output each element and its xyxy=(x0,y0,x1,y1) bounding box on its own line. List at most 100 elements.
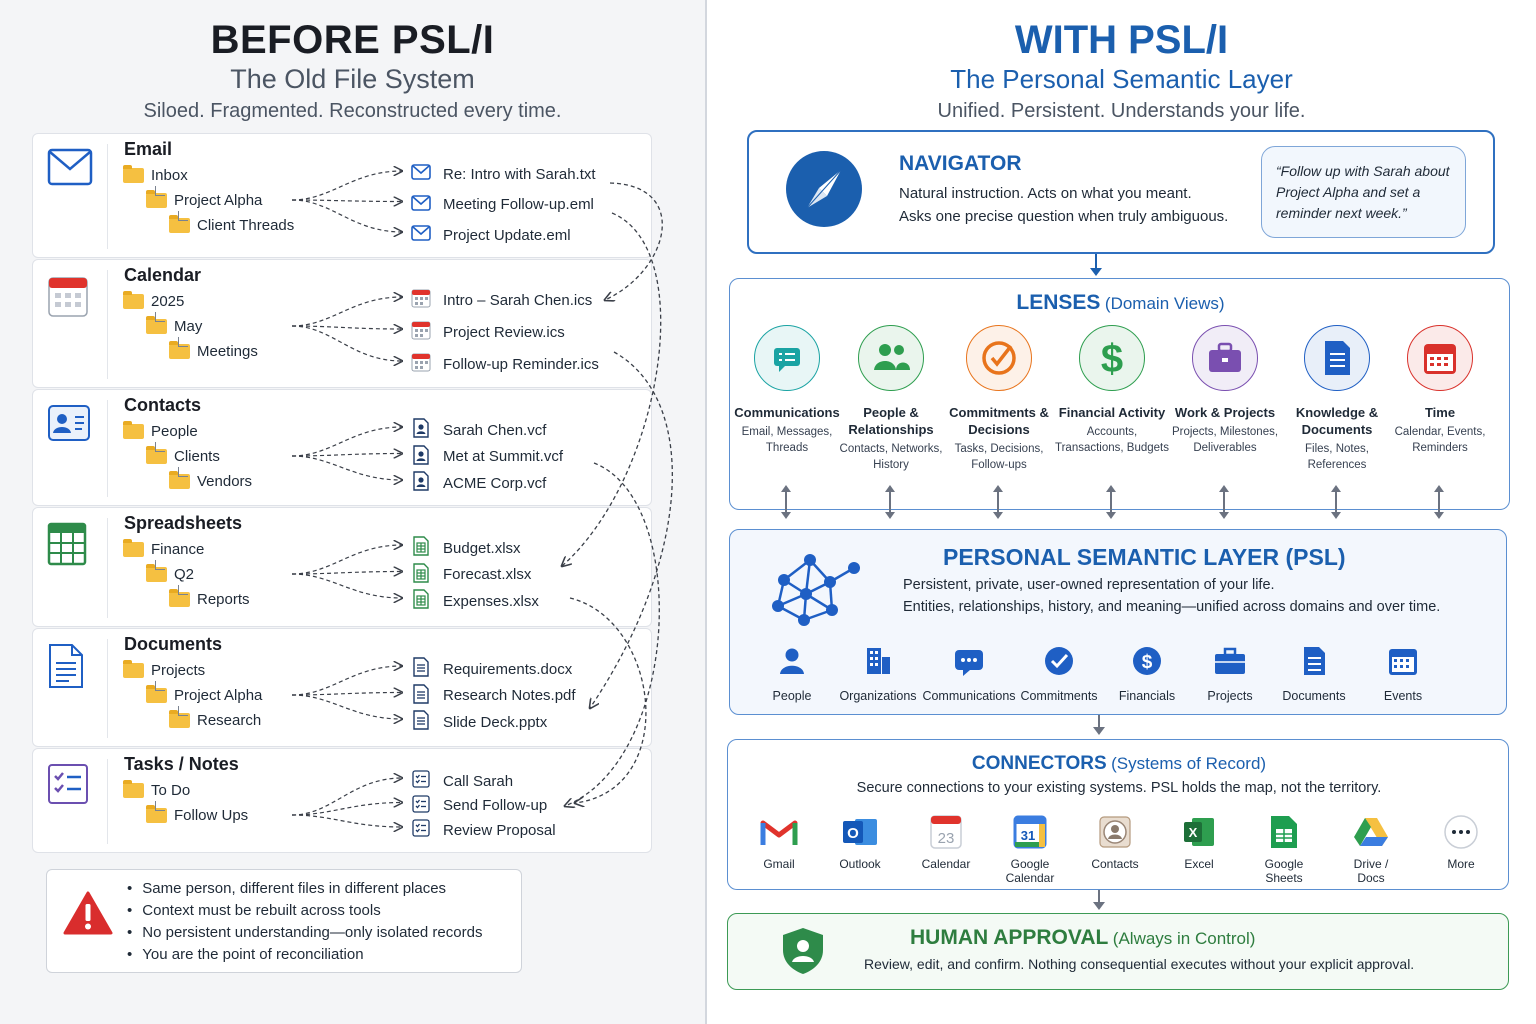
file-item[interactable]: Expenses.xlsx xyxy=(411,589,539,613)
folder-item[interactable]: Reports xyxy=(169,589,250,608)
file-label: Project Review.ics xyxy=(443,323,565,341)
file-item[interactable]: Follow-up Reminder.ics xyxy=(411,352,599,376)
file-label: Call Sarah xyxy=(443,772,514,790)
panel-divider xyxy=(705,0,707,1024)
folder-item[interactable]: Follow Ups xyxy=(146,805,248,824)
file-item[interactable]: Call Sarah xyxy=(411,769,513,793)
connector-item[interactable]: Gmail xyxy=(736,813,822,871)
folder-item[interactable]: Meetings xyxy=(169,341,258,360)
entity-name: Commitments xyxy=(1020,689,1098,703)
file-item[interactable]: Met at Summit.vcf xyxy=(411,444,563,469)
connector-name: Outlook xyxy=(839,857,881,871)
entity-item[interactable]: $Financials xyxy=(1097,644,1197,703)
folder-label: People xyxy=(151,423,198,440)
file-item[interactable]: Send Follow-up xyxy=(411,794,547,818)
folder-item[interactable]: Inbox xyxy=(123,165,188,184)
tree-connector xyxy=(178,585,188,595)
issues-box: Same person, different files in differen… xyxy=(46,869,522,973)
folder-item[interactable]: 2025 xyxy=(123,291,184,310)
connector-name: Google Sheets xyxy=(1264,857,1304,885)
dollar-icon: $ xyxy=(1097,644,1197,683)
entity-item[interactable]: Commitments xyxy=(1009,644,1109,703)
file-item[interactable]: Budget.xlsx xyxy=(411,536,521,560)
connector-item[interactable]: More xyxy=(1418,813,1504,871)
tree-connector xyxy=(178,706,188,716)
file-item[interactable]: Research Notes.pdf xyxy=(411,683,576,708)
file-item[interactable]: Project Update.eml xyxy=(411,223,571,247)
calendar-icon: 23 xyxy=(903,813,989,851)
entity-item[interactable]: Organizations xyxy=(828,644,928,703)
file-item[interactable]: ACME Corp.vcf xyxy=(411,471,546,495)
file-label: Meeting Follow-up.eml xyxy=(443,196,594,213)
file-item[interactable]: Intro – Sarah Chen.ics xyxy=(411,288,592,312)
connector-item[interactable]: Google Sheets xyxy=(1241,813,1327,885)
connector-name: Calendar xyxy=(921,857,971,871)
document-icon xyxy=(1304,325,1370,391)
fan-link xyxy=(291,545,402,575)
entity-item[interactable]: Communications xyxy=(919,644,1019,703)
entity-item[interactable]: People xyxy=(742,644,842,703)
file-item[interactable]: Review Proposal xyxy=(411,818,556,842)
lens-desc: Projects, Milestones, Deliverables xyxy=(1171,426,1279,454)
file-item[interactable]: Slide Deck.pptx xyxy=(411,710,547,734)
entity-item[interactable]: Projects xyxy=(1180,644,1280,703)
connector-name: Drive / Docs xyxy=(1353,857,1389,885)
file-item[interactable]: Sarah Chen.vcf xyxy=(411,418,546,442)
folder-item[interactable]: Project Alpha xyxy=(146,190,262,209)
folder-item[interactable]: Project Alpha xyxy=(146,685,262,704)
chat-icon xyxy=(919,644,1019,683)
shield-user-icon xyxy=(783,928,823,974)
contact-icon xyxy=(411,418,431,442)
folder-label: Meetings xyxy=(197,343,258,360)
file-item[interactable]: Project Review.ics xyxy=(411,320,565,344)
folder-icon xyxy=(169,589,190,607)
fragment-links xyxy=(291,0,673,1024)
entity-name: Organizations xyxy=(839,689,917,703)
folder-item[interactable]: Client Threads xyxy=(169,215,294,234)
building-icon xyxy=(828,644,928,683)
lens-name: Time xyxy=(1424,405,1456,420)
entity-item[interactable]: Events xyxy=(1353,644,1453,703)
file-item[interactable]: Re: Intro with Sarah.txt xyxy=(411,162,596,186)
folder-item[interactable]: Vendors xyxy=(169,471,252,490)
folder-item[interactable]: Projects xyxy=(123,660,205,679)
folder-item[interactable]: Finance xyxy=(123,539,205,558)
lens-desc: Contacts, Networks, History xyxy=(839,443,943,471)
folder-item[interactable]: Research xyxy=(169,710,261,729)
lens-name: Communications xyxy=(734,405,840,420)
file-item[interactable]: Meeting Follow-up.eml xyxy=(411,193,594,217)
fan-link xyxy=(291,326,402,329)
folder-item[interactable]: Clients xyxy=(146,446,220,465)
connector-item[interactable]: Drive / Docs xyxy=(1328,813,1414,885)
file-item[interactable]: Forecast.xlsx xyxy=(411,562,531,587)
instruction-bubble: “Follow up with Sarah about Project Alph… xyxy=(1261,146,1466,238)
briefcase-icon xyxy=(1192,325,1258,391)
folder-item[interactable]: May xyxy=(146,316,202,335)
group-separator xyxy=(107,144,108,249)
group-title: Email xyxy=(124,139,173,159)
with-title: WITH PSL/I xyxy=(1014,18,1229,62)
connector-item[interactable]: Contacts xyxy=(1072,813,1158,871)
approval-subtitle: (Always in Control) xyxy=(1112,929,1256,948)
entity-item[interactable]: Documents xyxy=(1264,644,1364,703)
folder-item[interactable]: People xyxy=(123,421,198,440)
folder-item[interactable]: To Do xyxy=(123,780,190,799)
folder-label: Finance xyxy=(151,541,205,558)
lenses-heading: LENSES (Domain Views) xyxy=(730,291,1511,315)
folder-item[interactable]: Q2 xyxy=(146,564,194,583)
dollar-icon: $ xyxy=(1079,325,1145,391)
file-item[interactable]: Requirements.docx xyxy=(411,657,572,681)
